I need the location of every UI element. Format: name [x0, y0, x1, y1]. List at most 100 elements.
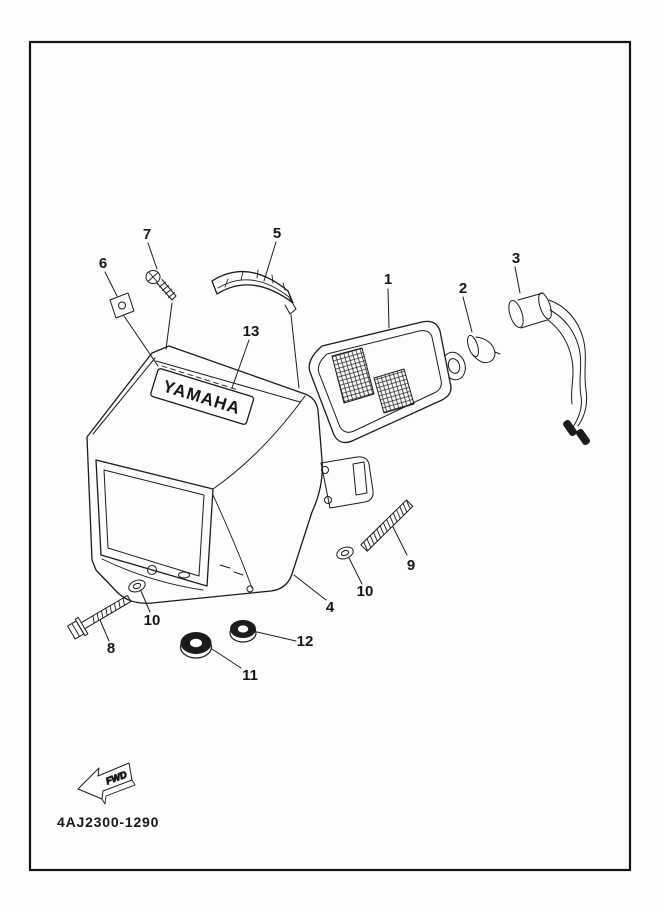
- leader-10-left: [140, 590, 151, 613]
- bolt-head-facet: [71, 623, 80, 637]
- trim-ticks: [224, 269, 286, 291]
- grommet-11: [179, 632, 213, 659]
- callout-8: 8: [107, 640, 115, 657]
- housing-slot-hole: [178, 571, 190, 579]
- socket-back: [538, 292, 552, 320]
- leader-7: [147, 242, 158, 270]
- grommet-12: [229, 620, 257, 643]
- leader-1: [387, 288, 390, 329]
- callout-10-left: 10: [144, 612, 161, 629]
- trim-outline: [211, 270, 294, 304]
- housing-opening-outer: [95, 459, 214, 587]
- leader-13: [231, 339, 250, 389]
- callout-1: 1: [384, 271, 392, 288]
- leader-11: [211, 648, 242, 669]
- leader-7-mount: [165, 302, 173, 350]
- bracket-strap: [320, 456, 374, 509]
- wire-1: [548, 299, 588, 427]
- leader-5-mount: [290, 314, 300, 389]
- trim-inner-line: [217, 279, 290, 298]
- bulb-tip: [494, 351, 501, 355]
- leader-6: [104, 271, 118, 297]
- headlight-unit: [308, 320, 466, 444]
- callout-11: 11: [242, 667, 258, 684]
- screw-head: [145, 270, 161, 284]
- wire-connector-1: [563, 419, 577, 437]
- trim-end-tab: [284, 296, 297, 315]
- bracket-plate: [109, 292, 135, 319]
- screw-slot: [148, 272, 158, 282]
- housing-small-hole: [246, 585, 254, 593]
- emblem-plate: [150, 368, 255, 425]
- wire-connector-2: [576, 428, 590, 446]
- fwd-arrow-face: [77, 762, 133, 800]
- bulb-glass: [472, 336, 496, 364]
- washer-left: [128, 579, 146, 593]
- yamaha-emblem: YAMAHA: [150, 368, 255, 425]
- bracket-bolt-top: [321, 466, 329, 474]
- leader-12: [256, 631, 297, 642]
- bolt-shaft: [80, 595, 132, 630]
- housing-bottom-crease: [101, 558, 204, 591]
- leader-4: [293, 574, 327, 601]
- housing-tick-marks: [219, 564, 244, 576]
- wire-2: [549, 309, 582, 431]
- lens-rim-inner: [317, 330, 442, 433]
- bolt: [67, 595, 132, 640]
- lens-hatch-right: [373, 368, 415, 414]
- callout-5: 5: [273, 225, 281, 242]
- callout-3: 3: [512, 250, 520, 267]
- leader-3: [514, 266, 521, 294]
- spring: [360, 499, 414, 552]
- housing-top-bevel: [155, 360, 301, 403]
- leader-8: [99, 619, 110, 642]
- leader-10-right: [348, 557, 363, 585]
- callout-6: 6: [99, 255, 107, 272]
- housing-left-bevel: [92, 357, 156, 435]
- headlight-housing: [86, 345, 323, 604]
- callout-9: 9: [407, 557, 415, 574]
- housing-opening-inner: [103, 469, 205, 577]
- callout-13: 13: [243, 323, 260, 340]
- part-callouts: 7 6 5 1 2 3 13 9 10 4 10 8 12 11: [99, 225, 520, 684]
- plate-outline: [109, 292, 135, 319]
- fwd-marker: FWD: [77, 762, 136, 805]
- callout-7: 7: [143, 226, 151, 243]
- socket-body-top: [517, 292, 544, 301]
- housing-dash-line: [161, 365, 239, 391]
- socket-body-bottom: [520, 319, 548, 329]
- callout-12: 12: [297, 633, 314, 650]
- plate-hole: [118, 301, 126, 310]
- bracket-bolt-bottom: [324, 496, 332, 504]
- spring-coils: [363, 499, 411, 552]
- washer-right: [336, 546, 354, 560]
- housing-side-crease: [212, 494, 253, 589]
- leader-2: [462, 296, 473, 333]
- screw-shaft: [156, 279, 177, 301]
- lens-hatch-left: [331, 347, 375, 404]
- bolt-threads: [92, 597, 125, 624]
- leader-9: [392, 526, 408, 556]
- leader-lines: [99, 241, 521, 669]
- housing-silhouette: [86, 345, 323, 604]
- bulb-flange: [467, 334, 479, 358]
- leader-6-mount: [123, 315, 159, 367]
- socket-front: [508, 300, 524, 328]
- headlight-bulb: [467, 334, 501, 364]
- callout-4: 4: [326, 599, 335, 616]
- bulb-socket-wires: [508, 292, 590, 446]
- wire-3: [547, 319, 574, 405]
- part-code: 4AJ2300-1290: [57, 814, 159, 830]
- bracket-edge: [320, 462, 331, 509]
- housing-screw-hole: [147, 565, 157, 575]
- border-frame: [28, 40, 632, 872]
- callout-10-right: 10: [357, 583, 374, 600]
- bracket-slot: [352, 461, 368, 496]
- mount-bracket: [320, 456, 374, 509]
- trim-strip: [211, 269, 297, 315]
- screw: [145, 270, 177, 301]
- bolt-flange: [74, 616, 89, 637]
- fwd-arrow-depth: [101, 779, 136, 805]
